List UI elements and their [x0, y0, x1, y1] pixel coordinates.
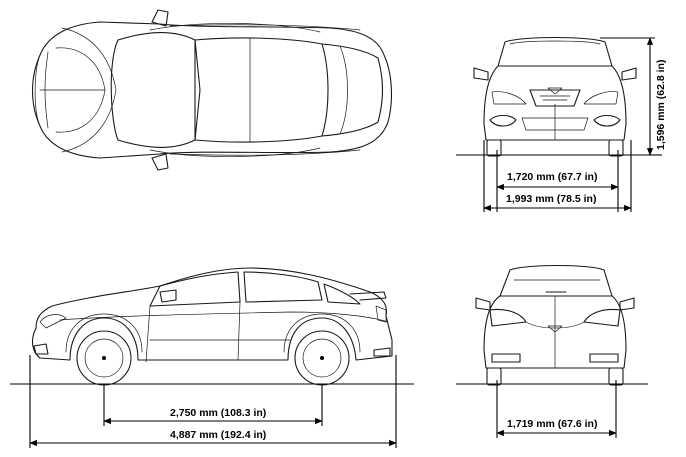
rear-wheel-track-label: 1,719 mm (67.6 in) [507, 418, 597, 430]
front-wheel-track-label: 1,720 mm (67.7 in) [507, 171, 597, 183]
overall-length-label: 4,887 mm (192.4 in) [170, 429, 266, 441]
side-view-car [10, 267, 414, 386]
overall-height-label: 1,596 mm (62.8 in) [655, 60, 667, 150]
rear-view-car [456, 264, 648, 386]
overall-width-label: 1,993 mm (78.5 in) [506, 193, 596, 205]
front-dimension-lines [483, 37, 662, 212]
top-view-car [32, 9, 392, 171]
rear-dimension-lines [496, 380, 617, 438]
side-dimension-lines [29, 355, 397, 448]
wheelbase-label: 2,750 mm (108.3 in) [170, 407, 266, 419]
front-view-car [456, 36, 648, 157]
